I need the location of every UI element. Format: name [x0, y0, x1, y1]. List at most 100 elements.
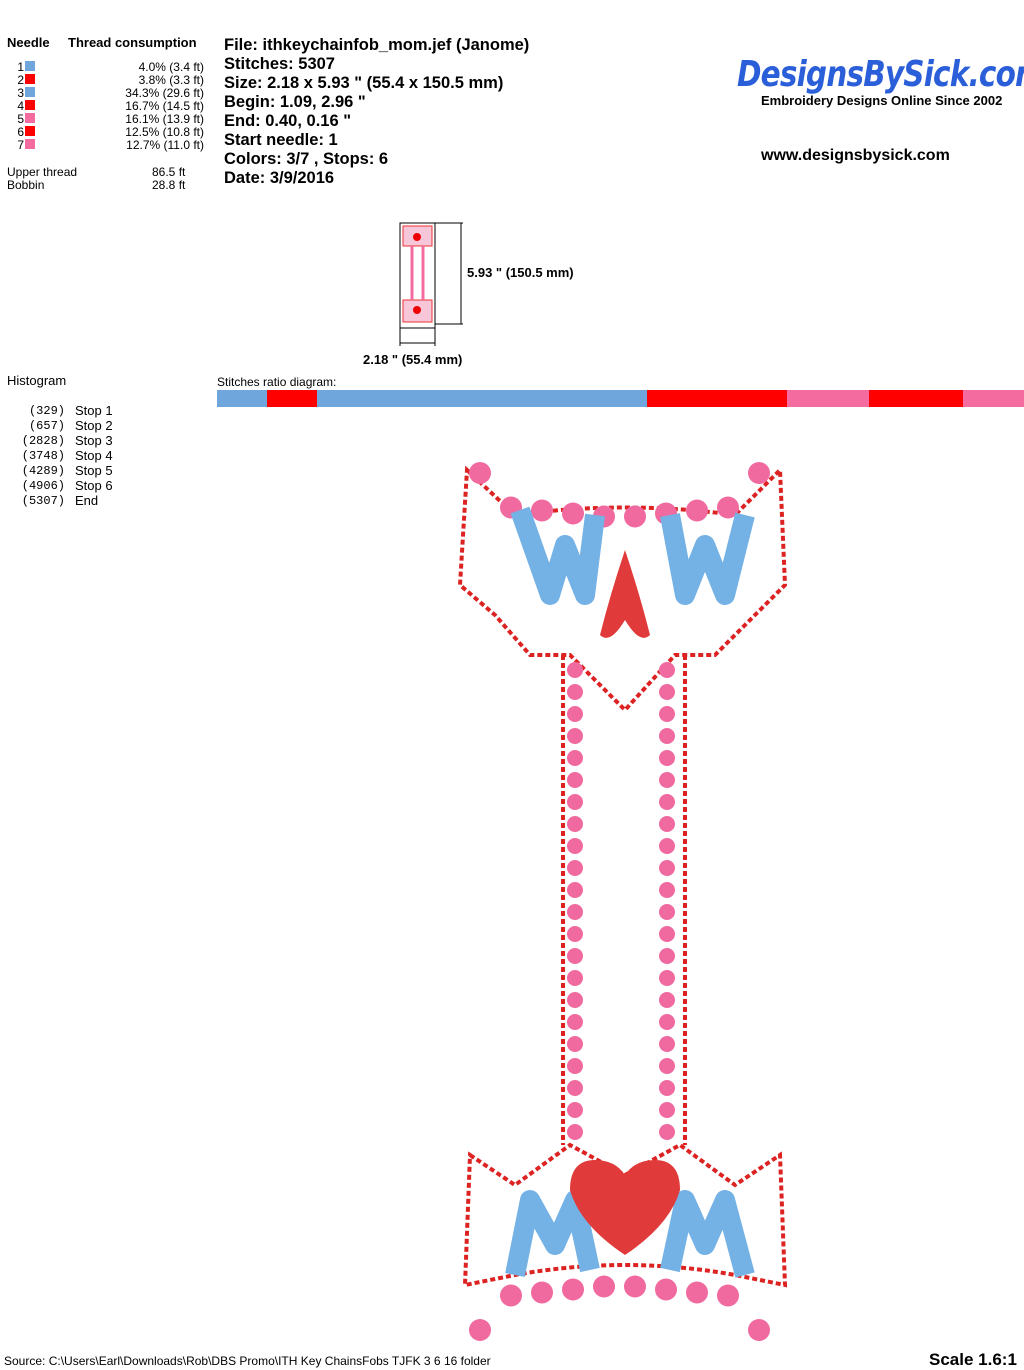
source-path: Source: C:\Users\Earl\Downloads\Rob\DBS …: [4, 1354, 491, 1368]
ratio-segment: [786, 390, 870, 407]
bobbin-value: 28.8 ft: [152, 178, 186, 192]
stop-count: (329): [28, 403, 65, 418]
satin-dot: [567, 926, 583, 942]
needle-color-swatch: [25, 100, 35, 110]
needle-consumption: 3.8% (3.3 ft): [138, 73, 204, 87]
satin-dot: [567, 750, 583, 766]
needle-row: 2 3.8% (3.3 ft): [14, 74, 204, 87]
start-needle: Start needle: 1: [224, 131, 338, 149]
needle-color-swatch: [25, 61, 35, 71]
brand-url[interactable]: www.designsbysick.com: [761, 147, 950, 164]
needle-number: 2: [17, 73, 24, 87]
satin-dot: [562, 502, 584, 525]
satin-dot: [567, 970, 583, 986]
design-date: Date: 3/9/2016: [224, 169, 335, 187]
satin-dot: [567, 1036, 583, 1052]
needle-consumption: 16.1% (13.9 ft): [125, 112, 204, 126]
satin-dot: [686, 1281, 708, 1304]
satin-dot: [659, 904, 675, 920]
needle-number: 7: [17, 138, 24, 152]
satin-dot: [659, 882, 675, 898]
begin-pos: Begin: 1.09, 2.96 ": [224, 93, 366, 111]
stop-row: (657)Stop 2: [20, 418, 113, 433]
satin-dot: [567, 1102, 583, 1118]
stop-row: (4906)Stop 6: [20, 478, 113, 493]
satin-dot: [567, 860, 583, 876]
design-info: File: ithkeychainfob_mom.jef (Janome) St…: [224, 36, 529, 188]
satin-dot: [659, 970, 675, 986]
scale-label: Scale 1.6:1: [929, 1350, 1017, 1369]
upper-thread-label: Upper thread: [7, 165, 78, 179]
satin-dot: [624, 505, 646, 528]
satin-dot: [624, 1275, 646, 1298]
stop-count: (5307): [21, 493, 65, 508]
satin-dot: [655, 1278, 677, 1301]
satin-dot: [469, 462, 491, 484]
satin-dot: [562, 1278, 584, 1301]
stop-row: (3748)Stop 4: [20, 448, 113, 463]
stop-count: (4906): [21, 478, 65, 493]
stop-label: Stop 1: [75, 403, 113, 418]
satin-dot: [659, 750, 675, 766]
stop-row: (4289)Stop 5: [20, 463, 113, 478]
satin-dot: [567, 948, 583, 964]
width-dimension: 2.18 " (55.4 mm): [363, 352, 463, 367]
satin-dot: [567, 662, 583, 678]
ratio-segment: [962, 390, 1024, 407]
satin-dot: [717, 1284, 739, 1307]
needle-number: 5: [17, 112, 24, 126]
needle-color-swatch: [25, 139, 35, 149]
needle-number: 4: [17, 99, 24, 113]
ratio-label: Stitches ratio diagram:: [217, 375, 337, 389]
ratio-segment: [217, 390, 268, 407]
satin-dot: [659, 1058, 675, 1074]
satin-dot: [659, 948, 675, 964]
satin-dot: [659, 926, 675, 942]
satin-dot: [567, 838, 583, 854]
end-pos: End: 0.40, 0.16 ": [224, 112, 352, 130]
satin-dot: [659, 816, 675, 832]
needle-color-swatch: [25, 87, 35, 97]
stop-count: (2828): [21, 433, 65, 448]
satin-dot: [659, 684, 675, 700]
satin-dot: [659, 1080, 675, 1096]
satin-dot: [717, 496, 739, 519]
stop-row: (5307) End: [20, 493, 113, 508]
satin-dot: [659, 772, 675, 788]
stop-row: (2828) Stop 3: [20, 433, 113, 448]
brand-logo: DesignsBySick.com: [737, 54, 1024, 95]
satin-dot: [567, 1058, 583, 1074]
stop-label: End: [75, 493, 99, 508]
stitches-ratio-bar: [217, 390, 1024, 407]
needle-row: 5 16.1% (13.9 ft): [14, 113, 204, 126]
needle-consumption: 4.0% (3.4 ft): [138, 60, 204, 74]
needle-number: 6: [17, 125, 24, 139]
needle-color-swatch: [25, 74, 35, 84]
stop-row: (329) Stop 1: [20, 403, 113, 418]
needle-consumption: 34.3% (29.6 ft): [125, 86, 204, 100]
consumption-header: Thread consumption: [68, 35, 197, 50]
satin-dot: [567, 706, 583, 722]
colors-stops: Colors: 3/7 , Stops: 6: [224, 150, 389, 168]
needle-header: Needle: [7, 35, 50, 50]
satin-dot: [567, 1124, 583, 1140]
satin-dot: [659, 706, 675, 722]
satin-dot: [567, 816, 583, 832]
satin-dot: [748, 1319, 770, 1341]
stop-label: Stop 3: [75, 433, 113, 448]
stop-count: (4289): [21, 463, 65, 478]
brand-tagline: Embroidery Designs Online Since 2002: [761, 93, 1003, 108]
satin-dot: [567, 684, 583, 700]
satin-dot: [567, 882, 583, 898]
needle-row: 6 12.5% (10.8 ft): [14, 126, 204, 139]
ratio-segment: [869, 390, 963, 407]
ratio-segment: [647, 390, 787, 407]
satin-dot: [469, 1319, 491, 1341]
design-thumbnail: [399, 222, 463, 346]
satin-dot: [567, 772, 583, 788]
needle-number: 3: [17, 86, 24, 100]
needle-consumption: 12.5% (10.8 ft): [125, 125, 204, 139]
bobbin-label: Bobbin: [7, 178, 45, 192]
